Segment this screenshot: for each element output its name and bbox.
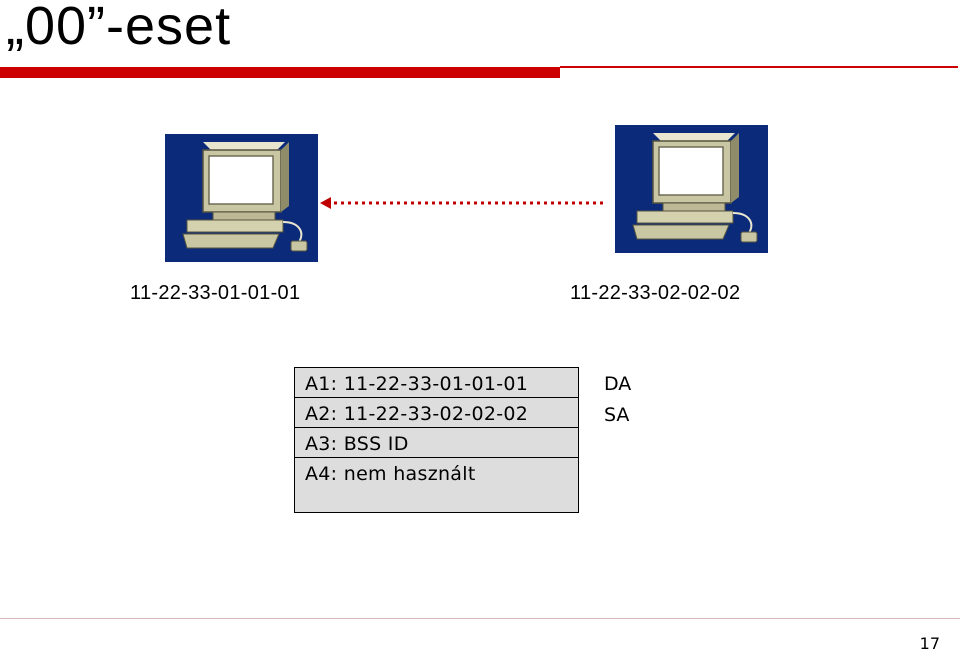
address-row-a4: A4: nem használt bbox=[305, 463, 476, 485]
right-computer-mac: 11-22-33-02-02-02 bbox=[570, 282, 741, 304]
address-row-a3: A3: BSS ID bbox=[295, 428, 578, 458]
address-row-a1: A1: 11-22-33-01-01-01 bbox=[295, 368, 578, 398]
left-computer-icon bbox=[165, 134, 318, 262]
dotted-arrow-left-icon bbox=[318, 194, 608, 212]
title-accent-line bbox=[560, 66, 958, 68]
title-accent-bar bbox=[0, 67, 560, 78]
page-number: 17 bbox=[919, 634, 940, 653]
left-computer-mac: 11-22-33-01-01-01 bbox=[130, 282, 301, 304]
footer-divider bbox=[0, 618, 960, 619]
da-label: DA bbox=[604, 373, 632, 395]
address-row-a2: A2: 11-22-33-02-02-02 bbox=[295, 398, 578, 428]
sa-label: SA bbox=[604, 404, 630, 426]
right-computer-icon bbox=[615, 125, 768, 253]
address-table: A1: 11-22-33-01-01-01 A2: 11-22-33-02-02… bbox=[294, 367, 579, 513]
slide-title: „00”-eset bbox=[6, 0, 232, 56]
